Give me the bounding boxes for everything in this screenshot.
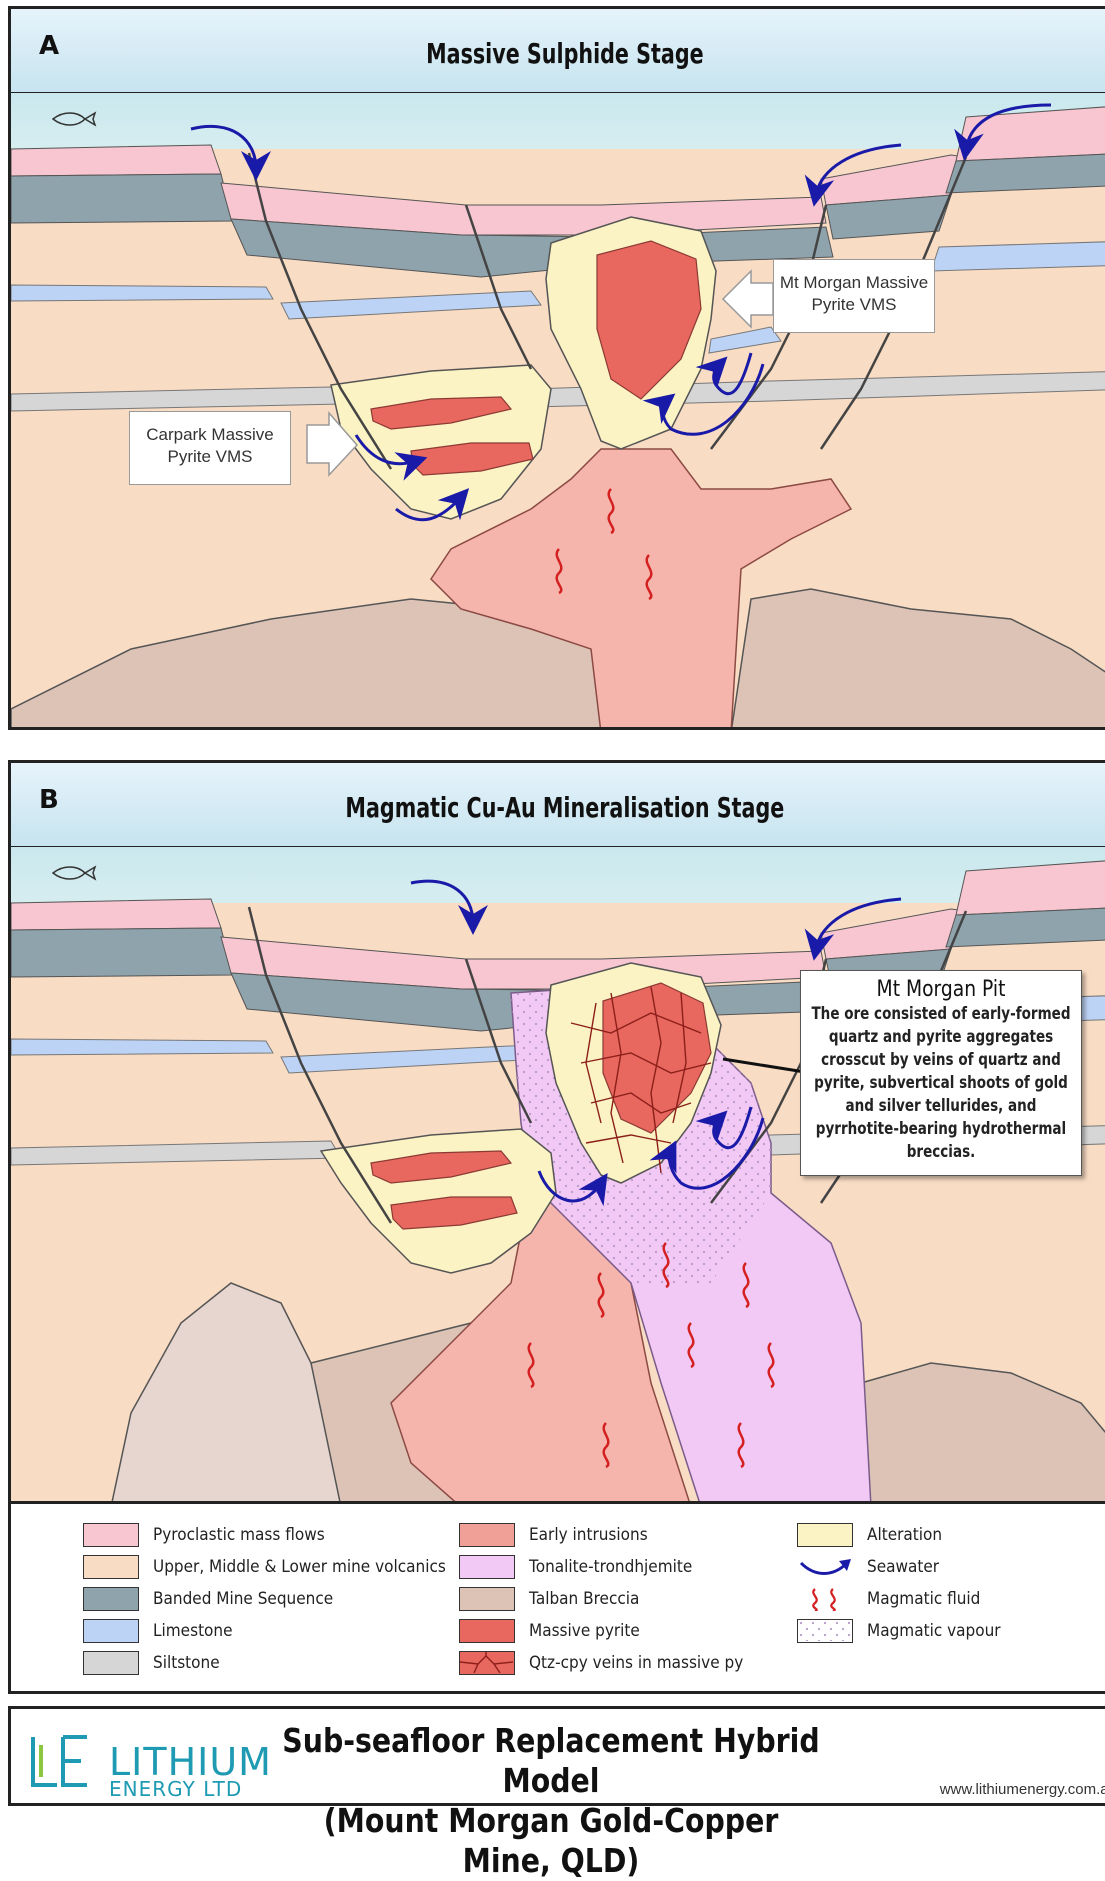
legend-item-tonalite: Tonalite-trondhjemite [459, 1554, 710, 1580]
legend-label: Magmatic vapour [867, 1621, 1001, 1641]
legend-label: Seawater [867, 1557, 939, 1577]
legend-label: Banded Mine Sequence [153, 1589, 333, 1609]
legend-swatch [459, 1523, 515, 1547]
legend-item-limestone: Limestone [83, 1618, 241, 1644]
legend-swatch [83, 1555, 139, 1579]
legend-item-siltstone: Siltstone [83, 1650, 227, 1676]
legend-label: Massive pyrite [529, 1621, 640, 1641]
pit-callout-line: quartz and pyrite aggregates [811, 1025, 1070, 1048]
pit-callout-line: crosscut by veins of quartz and [811, 1048, 1070, 1071]
legend-label: Alteration [867, 1525, 942, 1545]
panel-a: A Massive Sulphide Stage Carpark Massive… [8, 6, 1105, 730]
legend-label: Qtz-cpy veins in massive py [529, 1653, 743, 1673]
legend-swatch-veins [459, 1651, 515, 1675]
panel-a-title: Massive Sulphide Stage [112, 37, 1018, 70]
legend: Pyroclastic mass flows Upper, Middle & L… [8, 1504, 1105, 1694]
pit-callout-line: breccias. [811, 1140, 1070, 1163]
legend-swatch [459, 1555, 515, 1579]
panel-b-title: Magmatic Cu-Au Mineralisation Stage [112, 791, 1018, 824]
carpark-callout-line: Pyrite VMS [130, 446, 290, 468]
carpark-callout: Carpark Massive Pyrite VMS [129, 411, 291, 485]
legend-item-massive-pyrite: Massive pyrite [459, 1618, 652, 1644]
legend-item-seawater: Seawater [797, 1554, 947, 1580]
pit-callout-line: The ore consisted of early-formed [811, 1002, 1070, 1025]
footer-title-line: (Mount Morgan Gold-Copper Mine, QLD) [276, 1801, 826, 1881]
footer: LITHIUM ENERGY LTD Sub-seafloor Replacem… [8, 1706, 1105, 1806]
legend-item-talban: Talban Breccia [459, 1586, 652, 1612]
legend-item-alteration: Alteration [797, 1522, 950, 1548]
pit-callout-title: Mt Morgan Pit [827, 977, 1055, 1002]
footer-title-line: Sub-seafloor Replacement Hybrid Model [276, 1721, 826, 1801]
vapour-dots-icon [798, 1620, 851, 1641]
legend-swatch [83, 1651, 139, 1675]
logo-name: LITHIUM [109, 1745, 272, 1779]
legend-swatch [797, 1619, 853, 1643]
pit-callout-body: The ore consisted of early-formed quartz… [811, 1002, 1070, 1163]
legend-item-magmatic-fluid: Magmatic fluid [797, 1586, 993, 1612]
legend-label: Talban Breccia [529, 1589, 639, 1609]
legend-label: Siltstone [153, 1653, 220, 1673]
legend-swatch [83, 1619, 139, 1643]
legend-label: Magmatic fluid [867, 1589, 980, 1609]
footer-title: Sub-seafloor Replacement Hybrid Model (M… [276, 1721, 826, 1881]
veins-icon [460, 1652, 513, 1673]
legend-item-volcanics: Upper, Middle & Lower mine volcanics [83, 1554, 478, 1580]
lithium-energy-logo-icon [27, 1731, 97, 1791]
legend-swatch [797, 1523, 853, 1547]
legend-label: Early intrusions [529, 1525, 648, 1545]
legend-label: Limestone [153, 1621, 233, 1641]
mt-morgan-pit-callout: Mt Morgan Pit The ore consisted of early… [800, 970, 1082, 1176]
panel-b-letter: B [39, 785, 59, 815]
seawater-arrow-icon [797, 1555, 853, 1579]
legend-label: Tonalite-trondhjemite [529, 1557, 692, 1577]
pit-callout-line: pyrrhotite-bearing hydrothermal [811, 1117, 1070, 1140]
legend-item-pyroclastic: Pyroclastic mass flows [83, 1522, 344, 1548]
logo-text: LITHIUM ENERGY LTD [109, 1745, 272, 1799]
legend-label: Pyroclastic mass flows [153, 1525, 325, 1545]
legend-label: Upper, Middle & Lower mine volcanics [153, 1557, 446, 1577]
pit-callout-line: pyrite, subvertical shoots of gold [811, 1071, 1070, 1094]
mtmorgan-callout-line: Mt Morgan Massive [774, 272, 934, 294]
legend-swatch [83, 1523, 139, 1547]
panel-a-letter: A [39, 31, 59, 61]
legend-swatch [797, 1555, 853, 1579]
legend-item-qtz-cpy-veins: Qtz-cpy veins in massive py [459, 1650, 767, 1676]
legend-item-magmatic-vapour: Magmatic vapour [797, 1618, 1015, 1644]
footer-url[interactable]: www.lithiumenergy.com.au [940, 1781, 1105, 1798]
legend-swatch [459, 1619, 515, 1643]
legend-swatch [797, 1587, 853, 1611]
mtmorgan-callout: Mt Morgan Massive Pyrite VMS [773, 259, 935, 333]
legend-swatch [83, 1587, 139, 1611]
legend-swatch [459, 1587, 515, 1611]
pit-callout-line: and silver tellurides, and [811, 1094, 1070, 1117]
carpark-callout-line: Carpark Massive [130, 424, 290, 446]
legend-item-banded: Banded Mine Sequence [83, 1586, 353, 1612]
mtmorgan-callout-line: Pyrite VMS [774, 294, 934, 316]
panel-a-cross-section [11, 9, 1105, 730]
legend-item-early-intrusions: Early intrusions [459, 1522, 661, 1548]
magmatic-fluid-icon [797, 1587, 853, 1611]
